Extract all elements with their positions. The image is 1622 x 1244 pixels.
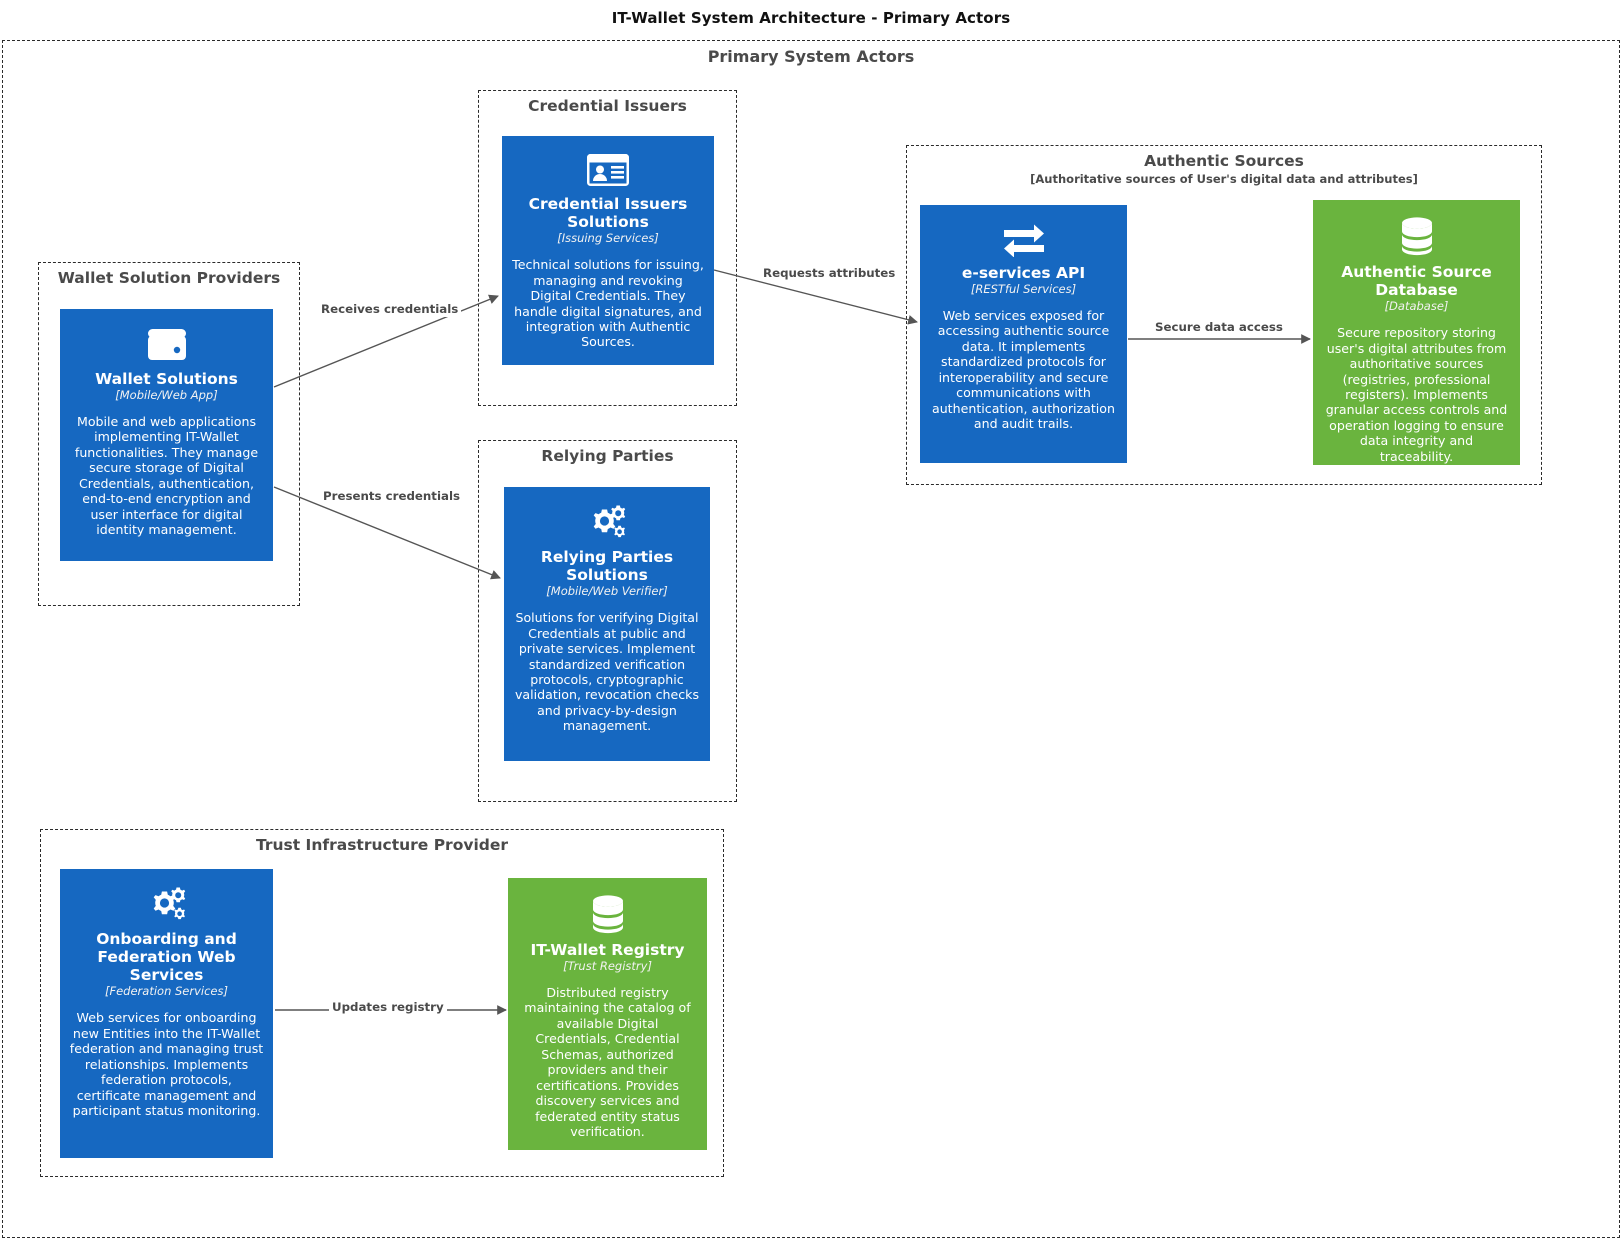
node-onboarding-federation-web-services-description: Web services for onboarding new Entities… [69, 1010, 264, 1119]
node-itwallet-registry-description: Distributed registry maintaining the cat… [524, 984, 691, 1140]
group-primary-system-actors-title: Primary System Actors [707, 47, 915, 66]
node-wallet-solutions-description: Mobile and web applications implementing… [74, 413, 259, 538]
page-title: IT-Wallet System Architecture - Primary … [611, 9, 1011, 27]
node-eservices-api-title: e-services API [961, 264, 1086, 282]
group-relying-parties-title: Relying Parties [541, 447, 674, 465]
database-icon [1322, 216, 1511, 256]
node-relying-parties-solutions-description: Solutions for verifying Digital Credenti… [514, 610, 700, 734]
group-relying-parties: Relying Parties [478, 440, 737, 802]
node-itwallet-registry-stereotype: [Trust Registry] [563, 959, 652, 974]
node-relying-parties-solutions[interactable]: Relying Parties Solutions [Mobile/Web Ve… [504, 487, 710, 761]
edge-label-updates-registry: Updates registry [329, 999, 447, 1015]
group-wallet-solution-providers-title: Wallet Solution Providers [57, 269, 281, 287]
gears-icon [69, 885, 264, 923]
group-authentic-sources-subtitle: [Authoritative sources of User's digital… [1030, 172, 1418, 186]
node-eservices-api[interactable]: e-services API [RESTful Services] Web se… [920, 205, 1127, 463]
gears-icon [513, 503, 701, 541]
node-wallet-solutions-title: Wallet Solutions [95, 370, 238, 388]
edge-label-secure-data-access: Secure data access [1152, 319, 1286, 335]
node-credential-issuers-solutions[interactable]: Credential Issuers Solutions [Issuing Se… [502, 136, 714, 365]
group-credential-issuers: Credential Issuers [478, 90, 737, 406]
node-eservices-api-description: Web services exposed for accessing authe… [931, 307, 1115, 432]
edge-label-presents-credentials: Presents credentials [320, 488, 464, 504]
group-trust-infrastructure-provider: Trust Infrastructure Provider [40, 829, 724, 1177]
exchange-arrows-icon [929, 221, 1118, 258]
group-wallet-solution-providers: Wallet Solution Providers [38, 262, 300, 606]
database-icon [517, 894, 698, 934]
node-credential-issuers-solutions-title: Credential Issuers Solutions [528, 195, 688, 232]
node-authentic-source-database-stereotype: [Database] [1384, 299, 1449, 314]
group-authentic-sources-title: Authentic Sources [1144, 152, 1304, 170]
node-credential-issuers-solutions-description: Technical solutions for issuing, managin… [512, 257, 704, 350]
node-wallet-solutions[interactable]: Wallet Solutions [Mobile/Web App] Mobile… [60, 309, 273, 561]
wallet-icon [69, 325, 264, 363]
edge-label-requests-attributes: Requests attributes [760, 265, 899, 281]
group-primary-system-actors: Primary System Actors [2, 40, 1620, 1238]
node-relying-parties-solutions-stereotype: [Mobile/Web Verifier] [546, 584, 668, 599]
node-itwallet-registry[interactable]: IT-Wallet Registry [Trust Registry] Dist… [508, 878, 707, 1150]
node-wallet-solutions-stereotype: [Mobile/Web App] [115, 388, 218, 403]
edge-label-receives-credentials: Receives credentials [318, 301, 462, 317]
node-relying-parties-solutions-title: Relying Parties Solutions [540, 548, 674, 585]
id-card-icon [511, 152, 705, 188]
node-itwallet-registry-title: IT-Wallet Registry [530, 941, 685, 959]
node-onboarding-federation-web-services[interactable]: Onboarding and Federation Web Services [… [60, 869, 273, 1158]
node-eservices-api-stereotype: [RESTful Services] [970, 282, 1077, 297]
node-onboarding-federation-web-services-title: Onboarding and Federation Web Services [96, 930, 237, 985]
node-credential-issuers-solutions-stereotype: [Issuing Services] [557, 231, 659, 246]
node-authentic-source-database-title: Authentic Source Database [1341, 263, 1492, 300]
node-onboarding-federation-web-services-stereotype: [Federation Services] [105, 984, 228, 999]
node-authentic-source-database[interactable]: Authentic Source Database [Database] Sec… [1313, 200, 1520, 465]
group-credential-issuers-title: Credential Issuers [528, 97, 687, 115]
node-authentic-source-database-description: Secure repository storing user's digital… [1325, 325, 1508, 464]
group-trust-infrastructure-provider-title: Trust Infrastructure Provider [255, 836, 509, 854]
